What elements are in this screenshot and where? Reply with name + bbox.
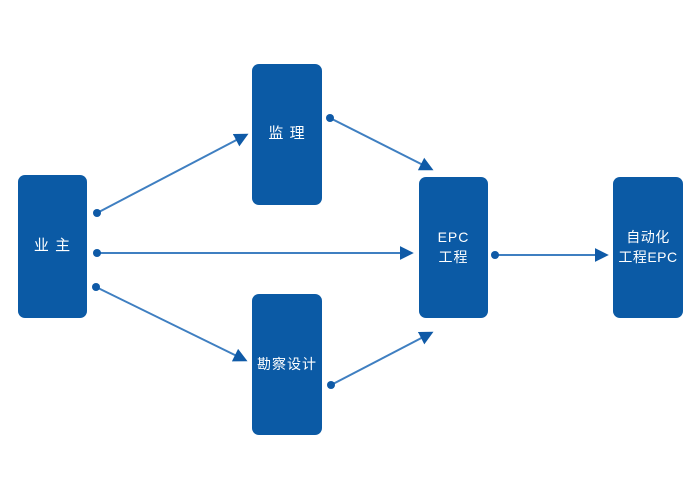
connector-start-dot	[93, 249, 101, 257]
node-epc-label-line1: EPC	[437, 229, 470, 245]
node-survey-design-label: 勘察设计	[257, 355, 317, 372]
connector-start-dot	[93, 209, 101, 217]
node-automation-epc: 自动化 工程EPC	[613, 177, 683, 318]
arrow-survey-design-to-epc	[327, 331, 434, 389]
node-survey-design: 勘察设计	[252, 294, 322, 435]
arrow-supervision-to-epc	[326, 114, 434, 171]
node-automation-epc-label-line2: 工程EPC	[618, 248, 678, 265]
arrow-owner-to-supervision	[93, 133, 249, 217]
connector-start-dot	[92, 283, 100, 291]
connector-start-dot	[327, 381, 335, 389]
node-epc-label-line2: 工程	[438, 248, 469, 265]
node-automation-epc-label-line1: 自动化	[626, 229, 670, 245]
arrow-epc-to-automation-epc	[491, 248, 609, 262]
node-owner: 业 主	[18, 175, 87, 318]
arrow-owner-to-epc	[93, 246, 414, 260]
connector-start-dot	[491, 251, 499, 259]
node-supervision-label: 监 理	[268, 125, 306, 143]
node-owner-label: 业 主	[33, 237, 72, 255]
connector-start-dot	[326, 114, 334, 122]
arrow-owner-to-survey-design	[92, 283, 248, 362]
node-supervision: 监 理	[252, 64, 322, 205]
node-epc: EPC 工程	[419, 177, 488, 318]
